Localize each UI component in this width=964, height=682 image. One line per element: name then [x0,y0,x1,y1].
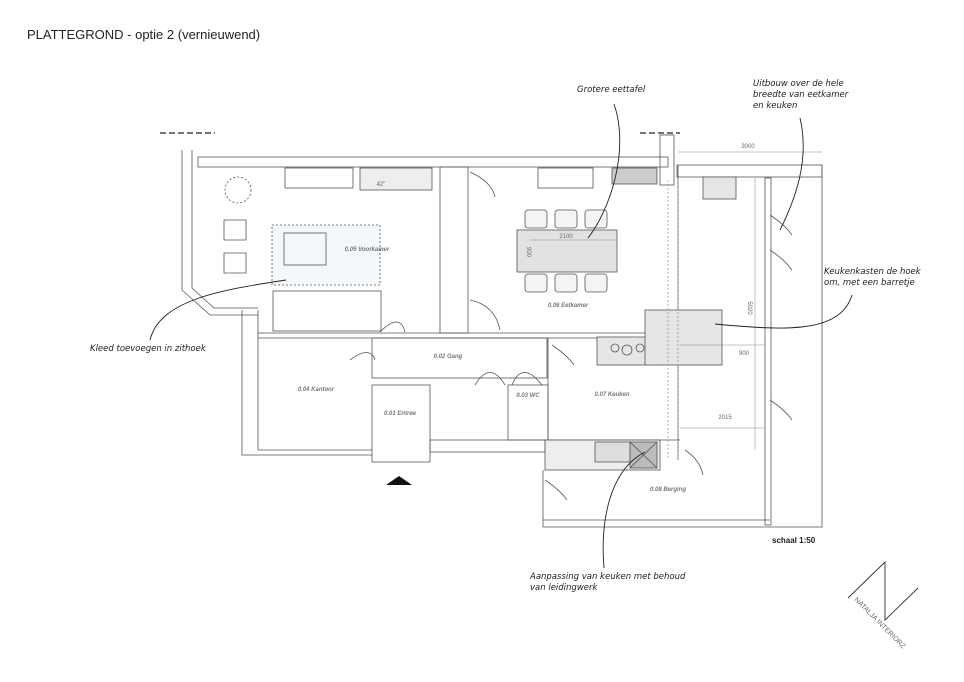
annotation-line: en keuken [753,101,798,111]
dimension-table-length: 2100 [559,234,573,240]
annotation-line: om, met een barretje [824,278,915,288]
room-label-voorkamer: 0.05 Voorkamer [344,247,390,253]
dimension-extension-depth: 5020 [746,301,752,315]
annotation-line: breedte van eetkamer [753,90,849,100]
dimension-kitchen-depth: 2015 [718,415,732,421]
dining-table [516,229,618,273]
room-label-entree: 0.01 Entree [383,411,417,417]
page-title: PLATTEGROND - optie 2 (vernieuwend) [27,27,261,42]
annotation-rug: Kleed toevoegen in zithoek [90,344,206,354]
kitchen-island [644,309,723,366]
logo: NATALJA INTERIORZ [847,560,919,651]
scale-label: schaal 1:50 [772,536,816,545]
tv [359,167,433,191]
annotation-line: Keukenkasten de hoek [824,267,921,277]
room-label-kantoor: 0.04 Kantoor [297,387,335,393]
sofa [272,290,382,332]
annotation-cabinets: Keukenkasten de hoek om, met een barretj… [824,267,921,289]
tv-size: 42" [376,182,386,188]
room-label-keuken: 0.07 Keuken [594,392,630,398]
annotation-extension: Uitbouw over de hele breedte van eetkame… [753,79,848,112]
entrance-arrow-icon [386,476,412,485]
dimension-table-width: 900 [525,246,531,258]
room-label-gang: 0.02 Gang [433,354,463,360]
annotation-line: Aanpassing van keuken met behoud [530,572,686,582]
north-wall [197,156,669,168]
annotation-line: Uitbouw over de hele [753,79,844,89]
entree-walls [371,384,431,463]
room-label-eetkamer: 0.06 Eetkamer [547,303,589,309]
room-label-berging: 0.08 Berging [649,487,687,493]
annotation-table: Grotere eettafel [577,85,646,95]
annotation-kitchen: Aanpassing van keuken met behoud van lei… [530,572,685,594]
svg-text:NATALJA INTERIORZ: NATALJA INTERIORZ [853,596,907,650]
annotation-line: van leidingwerk [530,583,598,593]
dimension-bar-width: 900 [738,351,750,357]
room-label-wc: 0.03 WC [516,393,540,399]
dimension-extension-width: 3000 [741,144,755,150]
